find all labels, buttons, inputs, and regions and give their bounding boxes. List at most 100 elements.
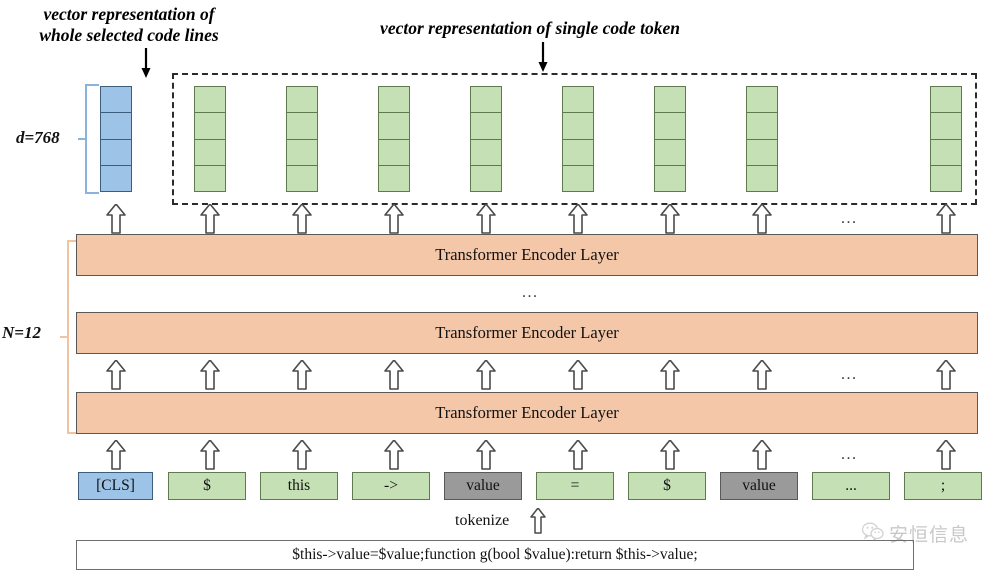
tokenize-up-arrow-icon xyxy=(530,507,546,534)
vector-cell xyxy=(379,87,409,114)
token-box[interactable]: $ xyxy=(628,472,706,500)
token-vector-column xyxy=(654,86,686,192)
vector-cell xyxy=(563,113,593,140)
vector-cell xyxy=(747,165,777,191)
up-arrow-icon xyxy=(200,360,220,390)
cls-vector-column xyxy=(100,86,132,192)
vector-cell xyxy=(287,139,317,166)
vector-cell xyxy=(379,165,409,191)
token-label: -> xyxy=(384,477,398,494)
encoder-layer-label: Transformer Encoder Layer xyxy=(435,323,619,342)
up-arrow-icon xyxy=(568,360,588,390)
up-arrow-icon xyxy=(660,204,680,234)
up-arrow-icon xyxy=(568,440,588,470)
vector-cell xyxy=(287,165,317,191)
up-arrow-icon xyxy=(106,360,126,390)
transformer-encoder-layer-middle: Transformer Encoder Layer xyxy=(76,312,978,354)
vector-cell xyxy=(195,165,225,191)
token-box[interactable]: value xyxy=(444,472,522,500)
cls-annotation-arrow-icon xyxy=(139,48,153,78)
token-box[interactable]: this xyxy=(260,472,338,500)
token-box[interactable]: = xyxy=(536,472,614,500)
row-ellipsis: ... xyxy=(841,210,858,227)
vector-cell xyxy=(195,87,225,114)
token-box[interactable]: ; xyxy=(904,472,982,500)
transformer-encoder-layer-top: Transformer Encoder Layer xyxy=(76,234,978,276)
token-label: value xyxy=(466,477,500,494)
token-box[interactable]: value xyxy=(720,472,798,500)
vector-cell xyxy=(931,139,961,166)
token-vector-column xyxy=(562,86,594,192)
tokenize-label: tokenize xyxy=(455,512,510,529)
vector-cell xyxy=(101,165,131,191)
dimension-bracket xyxy=(78,84,100,194)
encoder-layer-label: Transformer Encoder Layer xyxy=(435,403,619,422)
token-vector-column xyxy=(930,86,962,192)
up-arrow-icon xyxy=(936,204,956,234)
up-arrow-icon xyxy=(292,440,312,470)
up-arrow-icon xyxy=(106,440,126,470)
up-arrow-icon xyxy=(752,360,772,390)
vector-cell xyxy=(471,113,501,140)
up-arrow-icon xyxy=(106,204,126,234)
token-label: = xyxy=(570,477,580,494)
token-vector-column xyxy=(286,86,318,192)
vector-cell xyxy=(379,139,409,166)
vector-cell xyxy=(101,139,131,166)
up-arrow-icon xyxy=(660,440,680,470)
vector-cell xyxy=(747,113,777,140)
up-arrow-icon xyxy=(384,360,404,390)
up-arrow-icon xyxy=(292,204,312,234)
token-box[interactable]: $ xyxy=(168,472,246,500)
source-code-text: $this->value=$value;function g(bool $val… xyxy=(292,546,698,563)
token-label: ... xyxy=(845,477,857,494)
vector-cell xyxy=(563,139,593,166)
up-arrow-icon xyxy=(752,440,772,470)
vector-cell xyxy=(931,165,961,191)
token-label: value xyxy=(742,477,776,494)
up-arrow-icon xyxy=(936,360,956,390)
vector-cell xyxy=(287,113,317,140)
token-box[interactable]: ... xyxy=(812,472,890,500)
token-vector-column xyxy=(470,86,502,192)
vector-cell xyxy=(471,165,501,191)
vector-cell xyxy=(563,165,593,191)
up-arrow-icon xyxy=(384,204,404,234)
up-arrow-icon xyxy=(568,204,588,234)
layer-count-label: N=12 xyxy=(2,323,41,342)
up-arrow-icon xyxy=(384,440,404,470)
vector-cell xyxy=(655,87,685,114)
up-arrow-icon xyxy=(200,204,220,234)
vector-cell xyxy=(655,165,685,191)
token-box-cls[interactable]: [CLS] xyxy=(78,472,153,500)
encoder-stack-ellipsis: ... xyxy=(522,284,539,301)
token-vector-column xyxy=(194,86,226,192)
cls-vector-caption: vector representation of whole selected … xyxy=(39,4,219,45)
vector-cell xyxy=(931,113,961,140)
vector-cell xyxy=(471,87,501,114)
vector-cell xyxy=(747,139,777,166)
row-ellipsis: ... xyxy=(841,366,858,383)
row-ellipsis: ... xyxy=(841,446,858,463)
vector-cell xyxy=(563,87,593,114)
vector-cell xyxy=(195,139,225,166)
encoder-layer-label: Transformer Encoder Layer xyxy=(435,245,619,264)
up-arrow-icon xyxy=(476,360,496,390)
vector-cell xyxy=(101,87,131,114)
token-box[interactable]: -> xyxy=(352,472,430,500)
watermark-text: 安恒信息 xyxy=(889,524,970,546)
vector-cell xyxy=(747,87,777,114)
source-code-bar: $this->value=$value;function g(bool $val… xyxy=(76,540,914,570)
vector-cell xyxy=(379,113,409,140)
wechat-icon xyxy=(861,522,884,546)
up-arrow-icon xyxy=(476,440,496,470)
token-label: $ xyxy=(203,477,211,494)
token-label: ; xyxy=(940,477,946,494)
vector-cell xyxy=(287,87,317,114)
up-arrow-icon xyxy=(752,204,772,234)
vector-cell xyxy=(471,139,501,166)
layer-count-bracket xyxy=(60,240,82,434)
up-arrow-icon xyxy=(660,360,680,390)
vector-cell xyxy=(655,139,685,166)
